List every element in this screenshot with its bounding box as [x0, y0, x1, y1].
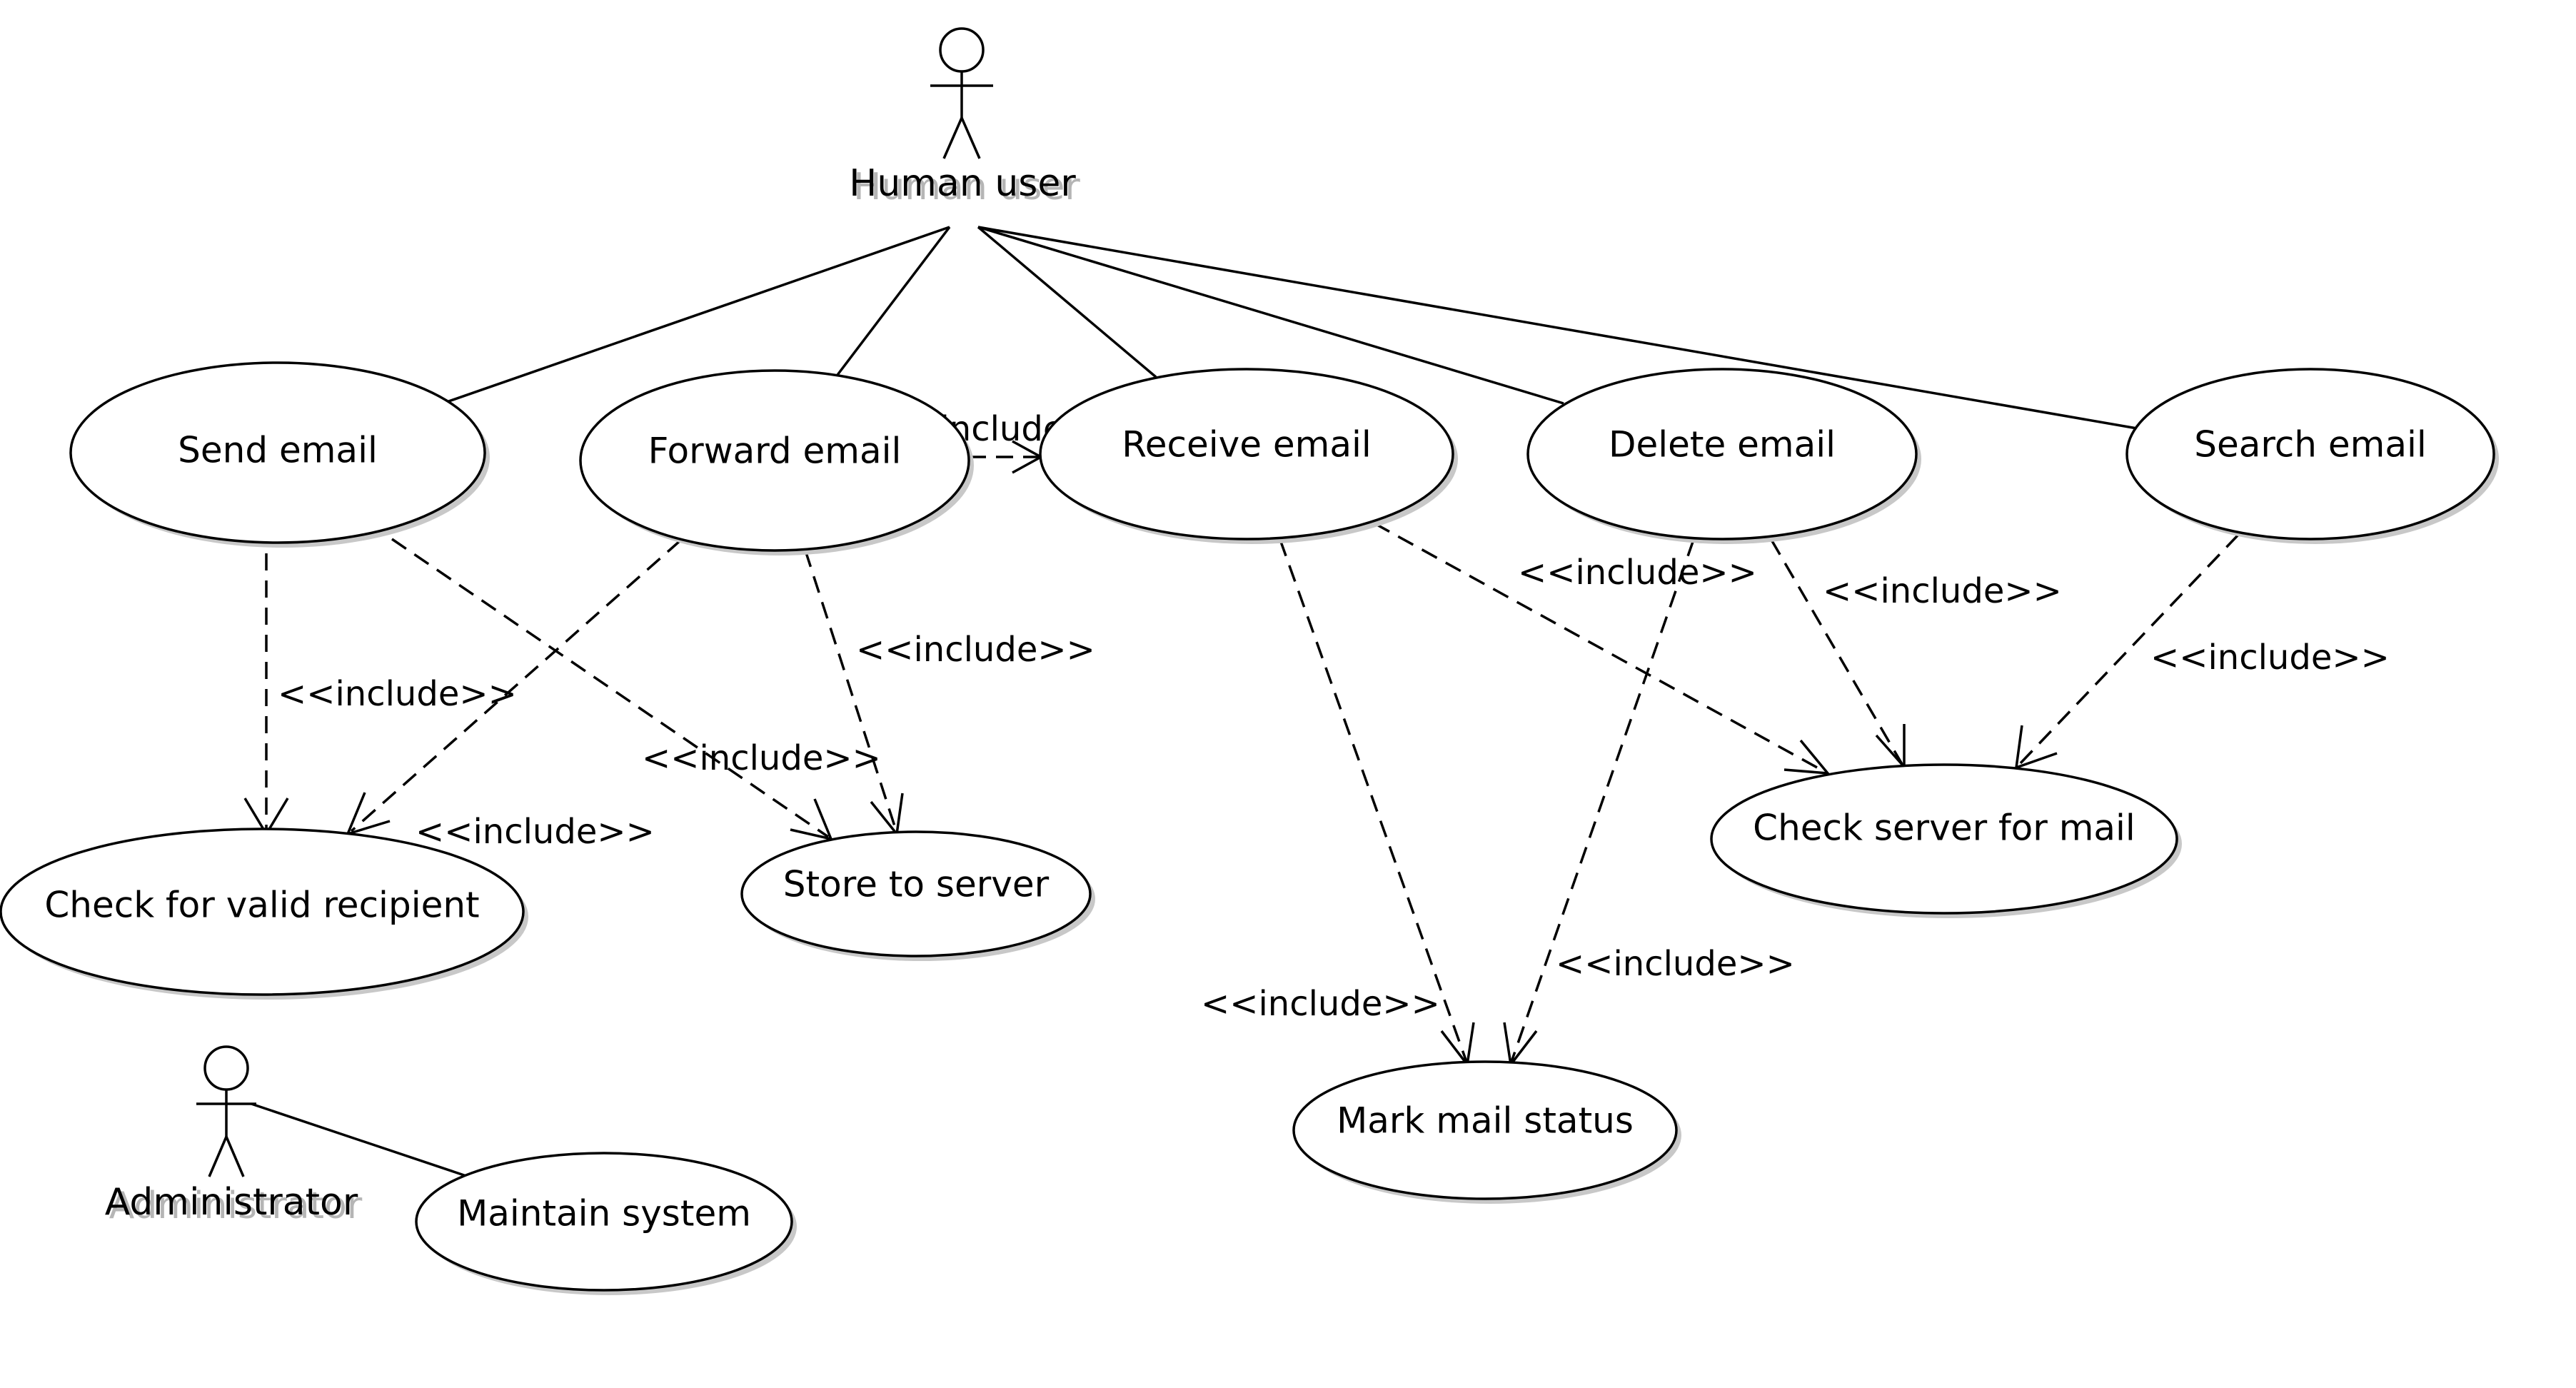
- include-label: <<include>>: [1201, 984, 1440, 1024]
- include-label: <<include>>: [642, 738, 881, 778]
- arrowhead: [790, 798, 833, 841]
- use-case-mark-mail-status[interactable]: Mark mail status: [1292, 1060, 1681, 1204]
- include-labels: <<include>> <<include>> <<include>> <<in…: [278, 409, 2390, 1024]
- use-case-delete-email[interactable]: Delete email: [1526, 368, 1921, 544]
- include-label: <<include>>: [278, 674, 517, 714]
- include-label: <<include>>: [1823, 571, 2062, 611]
- actor-administrator[interactable]: Administrator Administrator: [105, 1045, 363, 1227]
- include-label: <<include>>: [2150, 638, 2390, 678]
- stick-figure-icon: [930, 27, 993, 159]
- actor-label: Human user: [849, 162, 1076, 205]
- arrowhead: [870, 793, 904, 838]
- arrowhead: [1440, 1022, 1475, 1068]
- include-receive-to-check-server: [1374, 522, 1826, 773]
- include-receive-to-mark-status: [1279, 539, 1468, 1062]
- use-case-receive-email[interactable]: Receive email: [1039, 368, 1458, 544]
- include-label: <<include>>: [1518, 553, 1757, 593]
- include-delete-to-check-server: [1770, 539, 1903, 765]
- actor-label: Administrator: [105, 1181, 358, 1224]
- assoc-user-search-email: [977, 226, 2138, 430]
- use-case-label: Delete email: [1609, 424, 1836, 466]
- use-case-label: Receive email: [1122, 424, 1372, 466]
- use-case-store-to-server[interactable]: Store to server: [740, 830, 1095, 961]
- include-send-to-store: [391, 538, 829, 838]
- arrowhead: [1783, 739, 1831, 775]
- actor-human-user[interactable]: Human user Human user: [849, 27, 1080, 208]
- use-case-label: Search email: [2194, 424, 2427, 466]
- use-case-forward-email[interactable]: Forward email: [579, 369, 974, 555]
- assoc-admin-maintain-system: [251, 1102, 476, 1180]
- include-label: <<include>>: [416, 812, 655, 852]
- assoc-user-receive-email: [977, 226, 1157, 378]
- use-case-label: Check server for mail: [1753, 808, 2135, 849]
- include-forward-to-store: [804, 550, 897, 831]
- use-case-check-server-for-mail[interactable]: Check server for mail: [1710, 763, 2182, 918]
- arrowhead: [1503, 1022, 1538, 1068]
- assoc-user-delete-email: [977, 226, 1564, 405]
- include-label: <<include>>: [1556, 944, 1795, 984]
- use-case-maintain-system[interactable]: Maintain system: [415, 1152, 797, 1295]
- include-delete-to-mark-status: [1510, 539, 1695, 1062]
- actor-label-shadow: Human user: [853, 166, 1080, 208]
- include-forward-to-valid-recipient: [350, 539, 682, 833]
- use-case-label: Forward email: [648, 431, 902, 472]
- use-case-send-email[interactable]: Send email: [69, 361, 490, 548]
- stick-figure-icon: [196, 1045, 256, 1177]
- actor-label-shadow: Administrator: [109, 1185, 363, 1227]
- use-case-check-valid-recipient[interactable]: Check for valid recipient: [0, 828, 528, 1000]
- use-case-search-email[interactable]: Search email: [2125, 368, 2499, 544]
- include-label: <<include>>: [856, 630, 1095, 670]
- use-case-label: Mark mail status: [1337, 1100, 1634, 1142]
- use-case-label: Store to server: [783, 864, 1050, 905]
- use-case-label: Maintain system: [457, 1193, 751, 1234]
- associations: [251, 226, 2138, 1180]
- assoc-user-send-email: [440, 226, 950, 406]
- assoc-user-forward-email: [836, 226, 951, 376]
- use-case-label: Send email: [178, 430, 378, 471]
- use-case-label: Check for valid recipient: [44, 885, 479, 926]
- arrowhead: [1875, 724, 1906, 770]
